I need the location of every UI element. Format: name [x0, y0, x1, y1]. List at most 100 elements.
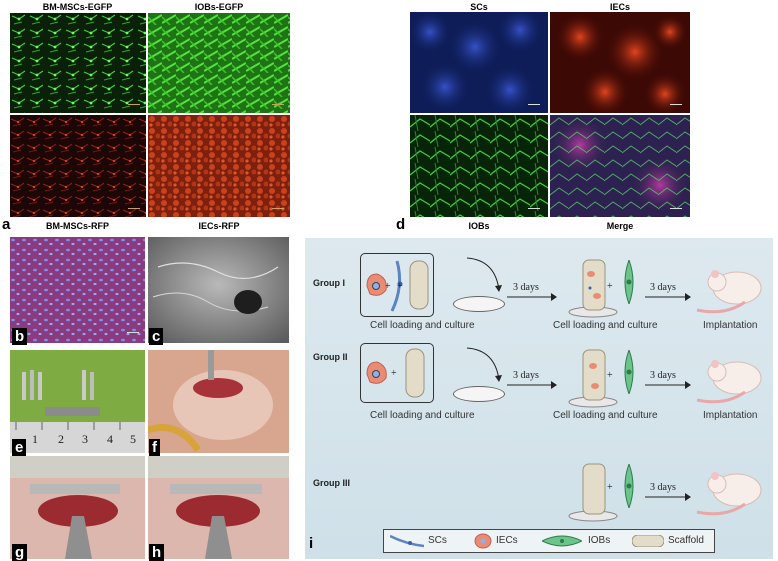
green-dense-pattern	[148, 13, 290, 113]
blue-pattern	[410, 12, 548, 113]
iob-cell-icon	[624, 260, 634, 304]
scaffold-legend-icon	[632, 535, 664, 547]
device-and-ruler	[10, 350, 145, 453]
panel-e-letter: e	[12, 439, 27, 456]
micrograph-iecs-rfp	[148, 115, 290, 217]
culture-caption-2: Cell loading and culture	[370, 410, 475, 421]
legend-iecs: IECs	[496, 535, 518, 546]
group-1-seed-box	[360, 253, 434, 317]
merge-pattern	[550, 115, 690, 217]
plus-sign: +	[391, 368, 397, 379]
photo-surgery-f	[148, 350, 289, 453]
ruler-label-1: 1	[32, 432, 38, 446]
panel-a-letter: a	[2, 216, 11, 233]
micrograph-bm-mscs-rfp	[10, 115, 146, 217]
ruler-label-3: 3	[82, 432, 88, 446]
plus-sign: +	[607, 370, 613, 381]
group-1-plate	[453, 296, 505, 312]
iob-cell-icon	[624, 350, 634, 394]
days-label: 3 days	[650, 282, 676, 293]
scale-bar	[127, 332, 139, 333]
panel-g-letter: g	[12, 544, 28, 561]
red-sparse-pattern	[10, 115, 146, 217]
panel-d-title-iobs: IOBs	[468, 221, 490, 231]
curved-arrow	[466, 257, 502, 292]
plus-sign: +	[385, 281, 391, 292]
days-label: 3 days	[513, 282, 539, 293]
surgery-f-shapes	[148, 350, 289, 453]
days-label: 3 days	[513, 370, 539, 381]
green-cells-pattern	[10, 13, 146, 113]
iecs-legend-icon	[474, 533, 492, 549]
rat-icon	[696, 270, 762, 314]
micrograph-merge	[550, 115, 690, 217]
sem-texture	[148, 237, 289, 343]
group-1-seed-cells	[366, 260, 429, 312]
group-2-loaded-scaffold	[568, 349, 618, 408]
sem-image	[148, 237, 289, 343]
scale-bar	[528, 104, 540, 105]
group-3-label: Group III	[313, 478, 350, 488]
panel-b-letter: b	[12, 328, 28, 345]
panel-d-title-iecs: IECs	[609, 2, 630, 12]
group-2-plate	[453, 386, 505, 402]
scale-bar	[128, 208, 140, 209]
plus-sign: +	[607, 482, 613, 493]
arrow-right	[645, 293, 691, 301]
micrograph-bm-mscs-egfp	[10, 13, 146, 113]
culture-caption-1: Cell loading and culture	[370, 320, 475, 331]
plus-sign: +	[397, 281, 403, 292]
ruler-label-4: 4	[107, 432, 113, 446]
scale-bar	[272, 104, 284, 105]
schematic-panel: Group I Group II Group III + + Cell load…	[305, 238, 773, 559]
panel-d-title-scs: SCs	[470, 2, 488, 12]
panel-d-title-merge: Merge	[606, 221, 634, 231]
panel-c-letter: c	[149, 328, 164, 345]
arrow-right	[645, 381, 691, 389]
curved-arrow	[466, 347, 502, 382]
panel-f-letter: f	[149, 439, 160, 456]
days-label: 3 days	[650, 370, 676, 381]
group-1-label: Group I	[313, 278, 345, 288]
implant-caption-1: Implantation	[703, 320, 758, 331]
micrograph-scs	[410, 12, 548, 113]
panel-a-title-iobs-egfp: IOBs-EGFP	[194, 2, 244, 12]
legend-box: SCs IECs IOBs Scaffold	[383, 529, 715, 553]
scale-bar	[272, 208, 284, 209]
surgery-h-shapes	[148, 456, 289, 559]
rat-icon	[696, 472, 762, 516]
panel-i-letter: i	[309, 535, 314, 552]
red-dense-pattern	[148, 115, 290, 217]
micrograph-iecs	[550, 12, 690, 113]
culture-caption-2b: Cell loading and culture	[553, 410, 658, 421]
purple-dots-pattern	[10, 237, 145, 343]
group-2-seed-cells	[366, 348, 425, 398]
panel-d-letter: d	[396, 216, 406, 233]
micrograph-dapi-scaffold	[10, 237, 145, 343]
culture-caption-1b: Cell loading and culture	[553, 320, 658, 331]
iobs-legend-icon	[542, 535, 582, 547]
ruler-label-5: 5	[130, 432, 136, 446]
panel-a-title-iecs-rfp: IECs-RFP	[198, 221, 240, 231]
iob-cell-icon	[624, 464, 634, 508]
legend-scs: SCs	[428, 535, 447, 546]
red-cluster-pattern	[550, 12, 690, 113]
arrow-right	[645, 493, 691, 501]
implant-caption-2: Implantation	[703, 410, 758, 421]
scs-legend-icon	[390, 534, 424, 548]
photo-surgery-h	[148, 456, 289, 559]
legend-scaffold: Scaffold	[668, 535, 704, 546]
surgery-g-shapes	[10, 456, 145, 559]
scale-bar	[670, 208, 682, 209]
photo-fixation-device: 1 2 3 4 5	[10, 350, 145, 453]
scale-bar	[670, 104, 682, 105]
days-label: 3 days	[650, 482, 676, 493]
group-3-scaffold	[568, 463, 618, 522]
panel-a-title-bm-mscs-rfp: BM-MSCs-RFP	[46, 221, 109, 231]
arrow-right	[507, 293, 557, 301]
plus-sign: +	[607, 281, 613, 292]
micrograph-iobs	[410, 115, 548, 217]
group-1-loaded-scaffold	[568, 259, 618, 318]
panel-a-title-bm-mscs-egfp: BM-MSCs-EGFP	[42, 2, 113, 12]
panel-h-letter: h	[149, 544, 165, 561]
